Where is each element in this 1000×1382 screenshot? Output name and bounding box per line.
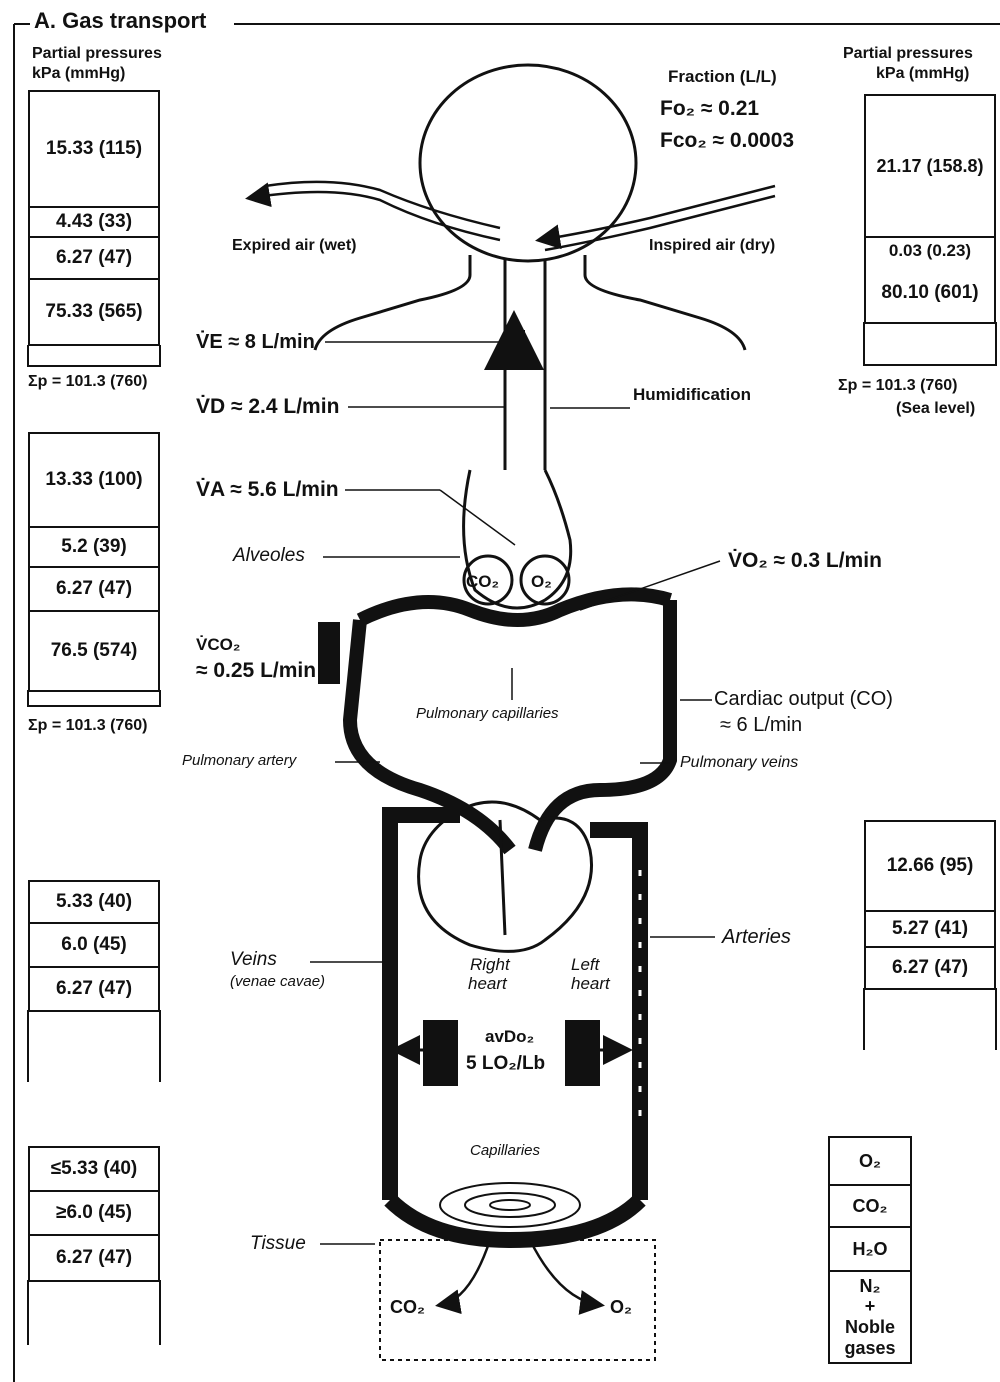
vco2-block [318, 622, 340, 684]
label-va: V̇A ≈ 5.6 L/min [196, 479, 339, 500]
label-cardiac-output-b: ≈ 6 L/min [720, 715, 802, 735]
inspired-air-table: 21.17 (158.8) 0.03 (0.23) 80.10 (601) [864, 94, 996, 324]
label-vo2: V̇O₂ ≈ 0.3 L/min [728, 550, 882, 571]
alveolar-o2-cell: 13.33 (100) [30, 434, 158, 526]
inspired-sum: Σp = 101.3 (760) [838, 378, 957, 394]
legend-o2: O₂ [830, 1138, 910, 1184]
alveolar-sum: Σp = 101.3 (760) [28, 718, 147, 734]
expired-air-table: 15.33 (115) 4.43 (33) 6.27 (47) 75.33 (5… [28, 90, 160, 346]
label-alveolus-o2: O₂ [531, 573, 552, 590]
section-title: A. Gas transport [34, 10, 206, 32]
expired-co2-cell: 4.43 (33) [30, 206, 158, 236]
label-left-heart-a: Left [571, 956, 599, 973]
arterial-co2-cell: 5.27 (41) [866, 910, 994, 946]
inspired-o2-cell: 21.17 (158.8) [866, 96, 994, 236]
legend-co2: CO₂ [830, 1184, 910, 1226]
label-pulm-artery: Pulmonary artery [182, 753, 296, 768]
inspired-note: (Sea level) [896, 401, 975, 417]
alveolar-table: 13.33 (100) 5.2 (39) 6.27 (47) 76.5 (574… [28, 432, 160, 692]
label-avdo2-a: avDo₂ [485, 1028, 534, 1045]
tissue-o2-cell: ≤5.33 (40) [30, 1148, 158, 1190]
fraction-co2: Fco₂ ≈ 0.0003 [660, 130, 794, 151]
label-humidification: Humidification [633, 386, 751, 403]
right-header-line2: kPa (mmHg) [876, 66, 969, 82]
legend-h2o: H₂O [830, 1226, 910, 1270]
legend-n2-noble: N₂ + Noble gases [830, 1270, 910, 1362]
leader-lines [310, 342, 720, 1244]
label-alveoles: Alveoles [233, 546, 305, 565]
tissue-table: ≤5.33 (40) ≥6.0 (45) 6.27 (47) [28, 1146, 160, 1282]
venous-h2o-cell: 6.27 (47) [30, 966, 158, 1010]
legend-plus: + [865, 1296, 876, 1317]
heart [419, 802, 592, 951]
label-right-heart-b: heart [468, 975, 507, 992]
right-header-line1: Partial pressures [843, 46, 973, 62]
expired-h2o-cell: 6.27 (47) [30, 236, 158, 278]
tissue-co2-cell: ≥6.0 (45) [30, 1190, 158, 1234]
label-veins-a: Veins [230, 950, 277, 969]
venous-co2-cell: 6.0 (45) [30, 922, 158, 966]
left-header-line1: Partial pressures [32, 46, 162, 62]
alveolar-n2-cell: 76.5 (574) [30, 610, 158, 690]
arterial-h2o-cell: 6.27 (47) [866, 946, 994, 988]
label-vco2-a: V̇CO₂ [196, 636, 240, 653]
inspired-co2-cell: 0.03 (0.23) [866, 236, 994, 264]
label-ve: V̇E ≈ 8 L/min [196, 332, 315, 352]
label-veins-b: (venae cavae) [230, 974, 325, 989]
alveolar-h2o-cell: 6.27 (47) [30, 566, 158, 610]
label-alveolus-co2: CO₂ [466, 573, 499, 590]
label-vd: V̇D ≈ 2.4 L/min [196, 396, 339, 417]
expired-n2-cell: 75.33 (565) [30, 278, 158, 344]
fraction-title: Fraction (L/L) [668, 68, 777, 85]
label-left-heart-b: heart [571, 975, 610, 992]
label-tissue-co2: CO₂ [390, 1298, 425, 1316]
fraction-o2: Fo₂ ≈ 0.21 [660, 98, 759, 119]
legend-noble: Noble [845, 1317, 895, 1338]
expired-air-label: Expired air (wet) [232, 238, 356, 254]
arterial-table: 12.66 (95) 5.27 (41) 6.27 (47) [864, 820, 996, 990]
arterial-o2-cell: 12.66 (95) [866, 822, 994, 910]
venous-table: 5.33 (40) 6.0 (45) 6.27 (47) [28, 880, 160, 1012]
gas-legend: O₂ CO₂ H₂O N₂ + Noble gases [828, 1136, 912, 1364]
legend-gases: gases [844, 1338, 895, 1359]
label-pulm-capillaries: Pulmonary capillaries [416, 706, 559, 721]
inspired-n2-cell: 80.10 (601) [866, 264, 994, 322]
label-pulm-veins: Pulmonary veins [680, 755, 798, 771]
tissue-h2o-cell: 6.27 (47) [30, 1234, 158, 1280]
capillary-bed [440, 1183, 580, 1227]
label-capillaries: Capillaries [470, 1143, 540, 1158]
label-avdo2-b: 5 LO₂/Lb [466, 1054, 545, 1073]
inspired-air-label: Inspired air (dry) [649, 238, 775, 254]
label-tissue-o2: O₂ [610, 1298, 632, 1316]
label-tissue: Tissue [250, 1234, 306, 1253]
alveolar-co2-cell: 5.2 (39) [30, 526, 158, 566]
expired-sum: Σp = 101.3 (760) [28, 374, 147, 390]
label-cardiac-output-a: Cardiac output (CO) [714, 689, 893, 709]
avdo2-block-right [565, 1020, 600, 1086]
expired-o2-cell: 15.33 (115) [30, 92, 158, 206]
avdo2-block-left [423, 1020, 458, 1086]
label-vco2-b: ≈ 0.25 L/min [196, 660, 316, 681]
legend-n2: N₂ [860, 1276, 881, 1297]
venous-o2-cell: 5.33 (40) [30, 882, 158, 922]
left-header-line2: kPa (mmHg) [32, 66, 125, 82]
label-right-heart-a: Right [470, 956, 510, 973]
label-arteries: Arteries [722, 927, 791, 947]
